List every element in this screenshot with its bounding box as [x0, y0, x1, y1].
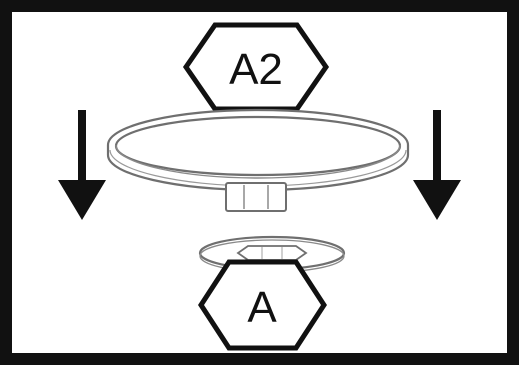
bottom-part-label: A [198, 259, 327, 351]
disc-inner-edge [115, 144, 401, 179]
top-part-label: A2 [182, 22, 330, 112]
bolt-stem [225, 182, 287, 212]
arrow-down-icon [58, 110, 106, 220]
bottom-part-label-text: A [247, 283, 277, 332]
right-arrow-head [413, 180, 461, 220]
large-disc [106, 108, 410, 192]
bolt-body [225, 182, 287, 212]
top-part-label-text: A2 [229, 45, 283, 94]
arrow-down-icon [413, 110, 461, 220]
left-arrow-head [58, 180, 106, 220]
bottom-hexagon [198, 259, 327, 351]
washer-hex-hole [236, 245, 308, 261]
top-hexagon [182, 22, 330, 112]
disc-top [114, 115, 402, 177]
